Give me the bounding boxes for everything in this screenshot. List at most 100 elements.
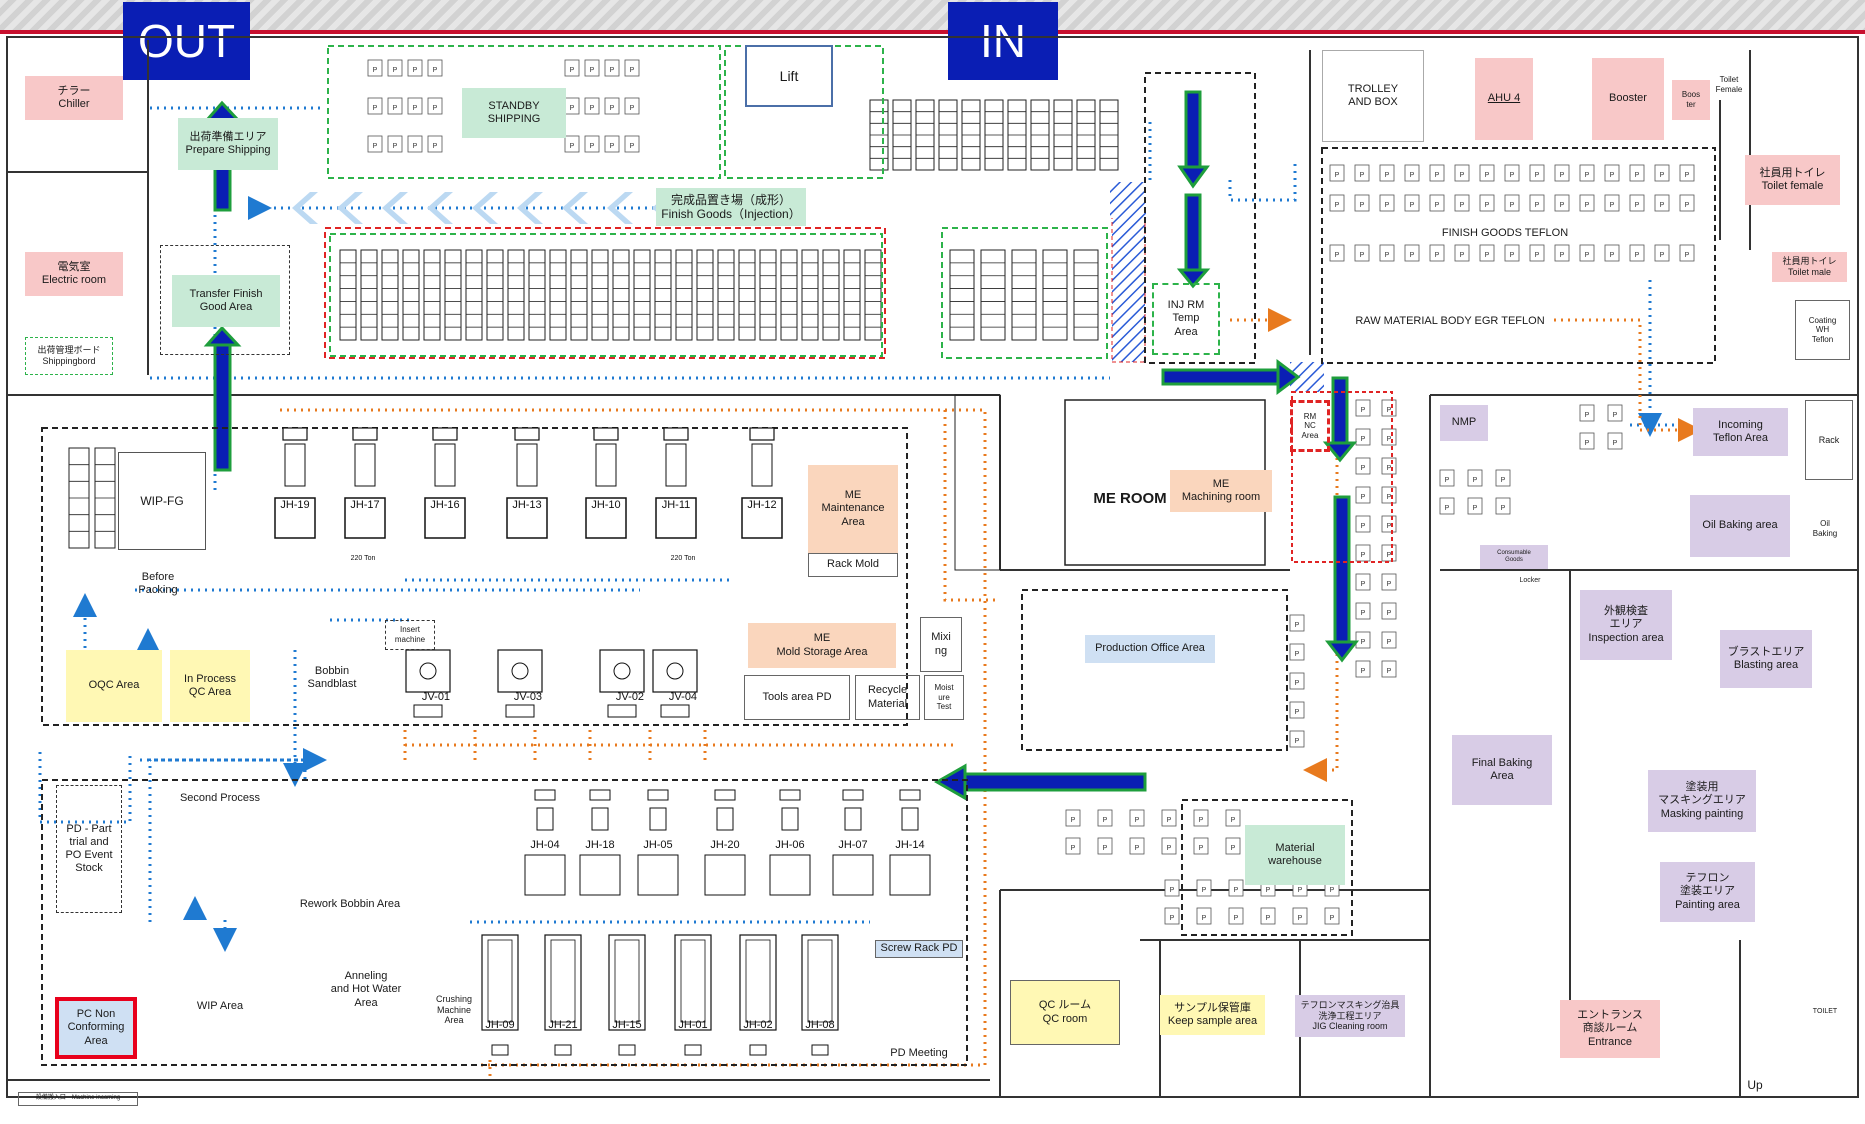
svg-text:P: P	[1199, 845, 1204, 852]
vertical-machine: JV-04	[652, 649, 698, 718]
pallet: P	[367, 97, 383, 115]
pallet: P	[1097, 837, 1113, 855]
pallet: P	[1479, 194, 1495, 212]
moisture-test: Moist ure Test	[924, 675, 964, 720]
keep-sample-area: サンプル保管庫 Keep sample area	[1160, 995, 1265, 1035]
upper-rack	[938, 99, 958, 171]
pallet: P	[1065, 837, 1081, 855]
pallet: P	[1289, 643, 1305, 661]
pallet: P	[1381, 544, 1397, 562]
machine-label: JH-10	[591, 499, 620, 511]
svg-text:P: P	[1387, 610, 1392, 617]
svg-text:P: P	[1535, 252, 1540, 259]
bobbin-sandblast: Bobbin Sandblast	[307, 664, 357, 690]
pallet: P	[387, 59, 403, 77]
out-arrow-lower	[203, 325, 242, 472]
pallet: P	[1629, 164, 1645, 182]
injection-fg-rack	[444, 249, 462, 341]
svg-text:P: P	[1501, 477, 1506, 484]
molding-machine: JH-15	[608, 934, 646, 1056]
tonnage-tag: 220 Ton	[351, 555, 376, 562]
pallet: P	[1579, 432, 1595, 450]
area-boundaries	[41, 45, 1716, 1066]
in-arrow-2	[1176, 193, 1211, 289]
in-banner: IN	[948, 2, 1058, 80]
wip-rack	[68, 447, 90, 549]
pallet: P	[1354, 244, 1370, 262]
upper-rack	[1007, 99, 1027, 171]
injection-fg-rack	[843, 249, 861, 341]
pallet: P	[1381, 660, 1397, 678]
machine-label: JH-19	[280, 499, 309, 511]
svg-text:P: P	[393, 105, 398, 112]
pd-part-trial-stock: PD - Part trial and PO Event Stock	[56, 785, 122, 913]
svg-text:P: P	[1410, 202, 1415, 209]
svg-text:P: P	[1361, 436, 1366, 443]
locker-label: Locker	[1519, 576, 1541, 584]
pallet: P	[1129, 837, 1145, 855]
machine-label: JH-09	[485, 1019, 514, 1031]
injection-fg-rack	[1011, 249, 1037, 341]
coating-wh-teflon: Coating WH Teflon	[1795, 300, 1850, 360]
injection-fg-rack	[801, 249, 819, 341]
machine-label: JH-17	[350, 499, 379, 511]
svg-text:P: P	[413, 67, 418, 74]
svg-text:P: P	[630, 105, 635, 112]
svg-text:P: P	[1660, 172, 1665, 179]
wip-fg: WIP-FG	[118, 452, 206, 550]
svg-text:P: P	[1460, 252, 1465, 259]
svg-text:P: P	[1445, 477, 1450, 484]
injection-fg-rack	[549, 249, 567, 341]
pallet: P	[427, 59, 443, 77]
machine-label: JH-08	[805, 1019, 834, 1031]
svg-text:P: P	[1361, 668, 1366, 675]
pallet: P	[564, 59, 580, 77]
pallet: P	[1379, 164, 1395, 182]
pallet: P	[1355, 602, 1371, 620]
consumable-goods: Consumable Goods	[1480, 545, 1548, 569]
svg-text:P: P	[393, 143, 398, 150]
pallet: P	[1196, 907, 1212, 925]
injection-fg-rack	[717, 249, 735, 341]
svg-text:P: P	[1435, 172, 1440, 179]
molding-machine: JH-02	[739, 934, 777, 1056]
pallet: P	[1654, 164, 1670, 182]
injection-fg-rack	[696, 249, 714, 341]
pallet: P	[1429, 244, 1445, 262]
svg-text:P: P	[1071, 845, 1076, 852]
svg-text:P: P	[1501, 505, 1506, 512]
vertical-machine: JV-02	[599, 649, 645, 718]
pallet: P	[1579, 244, 1595, 262]
oil-baking-small: Oil Baking	[1812, 519, 1838, 538]
injection-fg-rack	[780, 249, 798, 341]
machine-label: JH-07	[838, 839, 867, 851]
qc-room: QC ルーム QC room	[1010, 980, 1120, 1045]
orange-dotted-flows	[280, 308, 1702, 1080]
svg-text:P: P	[1635, 202, 1640, 209]
flow-chevron	[517, 192, 543, 224]
machine-label: JH-18	[585, 839, 614, 851]
pallet: P	[1381, 428, 1397, 446]
stairs-up-label: Up	[1747, 1077, 1763, 1092]
in-arrow-down-1	[1322, 376, 1358, 463]
svg-text:P: P	[413, 105, 418, 112]
svg-text:P: P	[1295, 709, 1300, 716]
svg-text:P: P	[630, 143, 635, 150]
svg-text:P: P	[1266, 887, 1271, 894]
svg-text:P: P	[1585, 172, 1590, 179]
vertical-machine: JV-01	[405, 649, 451, 718]
pallet: P	[1289, 701, 1305, 719]
pallet: P	[1404, 164, 1420, 182]
pallet: P	[1479, 244, 1495, 262]
wip-area: WIP Area	[196, 1000, 244, 1013]
pallet: P	[1604, 244, 1620, 262]
svg-text:P: P	[1135, 845, 1140, 852]
molding-machine: JH-06	[769, 789, 811, 896]
standby-shipping: STANDBY SHIPPING	[462, 88, 566, 138]
svg-text:P: P	[1613, 412, 1618, 419]
pallet: P	[427, 135, 443, 153]
svg-text:P: P	[433, 105, 438, 112]
svg-text:P: P	[1361, 552, 1366, 559]
